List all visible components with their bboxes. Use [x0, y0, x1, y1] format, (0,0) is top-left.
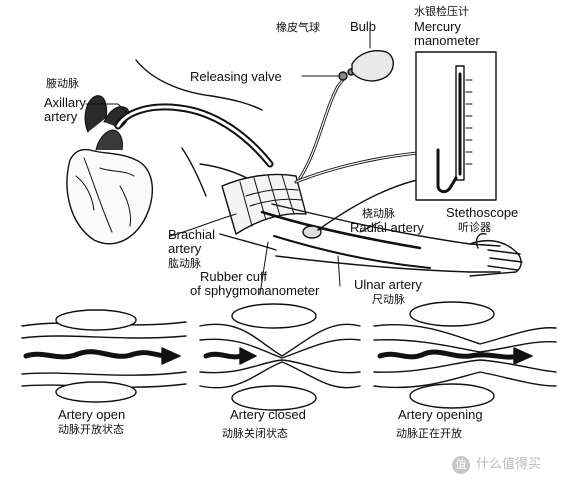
ulnar-artery-label: Ulnar artery [354, 277, 422, 292]
bulb-tube [298, 74, 348, 180]
axillary-artery-label-line1: Axillary [44, 95, 86, 110]
bulb-label-zh: 橡皮气球 [276, 21, 320, 34]
bulb-label: Bulb [350, 19, 377, 34]
forearm-outline [271, 203, 501, 247]
ulnar-artery-label-zh: 尺动脉 [372, 293, 405, 306]
brachial-artery-label-zh: 肱动脉 [168, 257, 201, 270]
stethoscope-label-zh: 听诊器 [458, 221, 491, 234]
caption-artery-opening-zh: 动脉正在开放 [396, 427, 462, 440]
caption-artery-open-zh: 动脉开放状态 [58, 423, 124, 436]
cuff-leader [259, 241, 269, 295]
rubber-cuff-label-line1: Rubber cuff [200, 269, 267, 284]
axillary-artery-vessel [114, 103, 274, 168]
releasing-valve-label: Releasing valve [190, 69, 282, 84]
axillary-artery-label-line2: artery [44, 109, 78, 124]
torso-outline [181, 147, 207, 197]
rubber-cuff-label-line2: of sphygmonanometer [190, 283, 320, 298]
heart [66, 95, 154, 245]
mercury-manometer [415, 51, 497, 201]
releasing-valve [301, 68, 355, 81]
caption-artery-closed-zh: 动脉关闭状态 [222, 427, 288, 440]
shoulder-outline [135, 59, 263, 111]
mercury-manometer-label-line2: manometer [414, 33, 480, 48]
radial-artery-label: Radial artery [350, 220, 424, 235]
radial-artery-label-zh: 桡动脉 [362, 207, 395, 220]
brachial-to-radial [260, 210, 422, 250]
brachial-artery-label-line1: Brachial [168, 227, 215, 242]
manometer-tube [294, 150, 430, 184]
watermark-text: 什么值得买 [476, 457, 542, 472]
axillary-artery-label-zh: 腋动脉 [46, 77, 79, 90]
panel-artery-opening [373, 301, 557, 409]
hand [469, 233, 523, 277]
brachial-artery-label-line2: artery [168, 241, 202, 256]
watermark-badge-icon: 值 [452, 456, 470, 474]
mercury-manometer-label-zh: 水银检压计 [414, 5, 469, 18]
caption-artery-opening: Artery opening [398, 407, 483, 422]
panel-artery-open [21, 309, 187, 403]
axillary-line [85, 103, 129, 115]
caption-artery-open: Artery open [58, 407, 126, 422]
mercury-manometer-label-line1: Mercury [414, 19, 461, 34]
panel-artery-closed [199, 303, 361, 411]
ulnar-vessel [273, 235, 431, 269]
bulb [351, 50, 394, 82]
caption-artery-closed: Artery closed [230, 407, 306, 422]
rubber-cuff [221, 173, 307, 235]
stethoscope-label: Stethoscope [446, 205, 519, 220]
